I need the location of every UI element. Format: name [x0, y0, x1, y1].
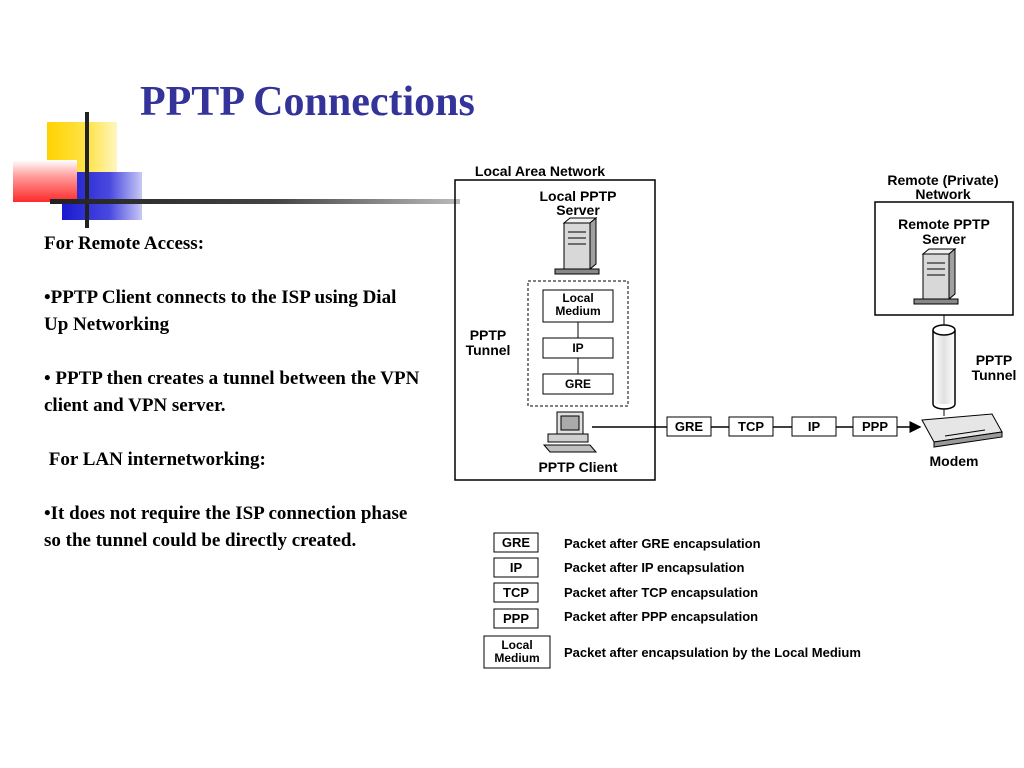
computer-icon — [542, 411, 598, 453]
legend-medium-label: Medium — [494, 651, 539, 665]
packet-tcp-box — [728, 416, 774, 437]
legend-ip-text: Packet after IP encapsulation — [564, 560, 744, 575]
remote-server-label-line2: Server — [922, 231, 966, 247]
legend-gre-box-label: GRE — [502, 535, 531, 550]
legend-tcp-box — [493, 582, 539, 603]
remote-server-icon — [913, 247, 959, 305]
paragraph-client-connects: •PPTP Client connects to the ISP using D… — [44, 287, 397, 335]
body-text: For Remote Access: •PPTP Client connects… — [44, 230, 424, 581]
modem-label: Modem — [930, 453, 979, 469]
packet-ip-box — [791, 416, 837, 437]
stack-gre-label: GRE — [565, 377, 591, 391]
packet-gre-box — [666, 416, 712, 437]
deco-red-square — [13, 160, 77, 202]
remote-tunnel-label-line1: PPTP — [976, 352, 1013, 368]
stack-medium-label: Medium — [555, 304, 600, 318]
packet-ppp-label: PPP — [862, 419, 888, 434]
protocol-stack — [527, 280, 629, 407]
lan-label: Local Area Network — [475, 163, 605, 179]
local-server-label-line1: Local PPTP — [539, 188, 616, 204]
legend-tcp-box-label: TCP — [503, 585, 529, 600]
paragraph-lan: For LAN internetworking: — [44, 449, 266, 470]
legend-ppp-box-label: PPP — [503, 611, 529, 626]
stack-ip-label: IP — [572, 341, 583, 355]
remote-tunnel-label-line2: Tunnel — [972, 367, 1017, 383]
local-server-label-line2: Server — [556, 202, 600, 218]
remote-server-label-line1: Remote PPTP — [898, 216, 990, 232]
legend-gre-box — [493, 532, 539, 553]
packet-gre-label: GRE — [675, 419, 704, 434]
legend-local-medium-box — [483, 635, 551, 669]
legend-local-medium-text: Packet after encapsulation by the Local … — [564, 645, 861, 660]
legend-ppp-text: Packet after PPP encapsulation — [564, 609, 758, 624]
legend: GRE Packet after GRE encapsulation IP Pa… — [483, 532, 861, 669]
slide-title: PPTP Connections — [140, 79, 475, 125]
tunnel-label-line1: PPTP — [470, 327, 507, 343]
packet-tcp-label: TCP — [738, 419, 764, 434]
legend-ip-box — [493, 557, 539, 578]
deco-vertical-line — [85, 112, 89, 228]
tunnel-cylinder — [932, 315, 956, 416]
paragraph-no-isp: •It does not require the ISP connection … — [44, 503, 408, 551]
legend-gre-text: Packet after GRE encapsulation — [564, 536, 761, 551]
legend-ip-box-label: IP — [510, 560, 523, 575]
legend-ppp-box — [493, 608, 539, 629]
local-server-icon — [554, 216, 600, 275]
modem-icon — [921, 413, 1003, 448]
client-label: PPTP Client — [538, 459, 617, 475]
remote-network-label-line2: Network — [915, 186, 970, 202]
packet-ppp-box — [852, 416, 898, 437]
lan-box — [454, 179, 656, 481]
packet-ip-label: IP — [808, 419, 821, 434]
tunnel-label-line2: Tunnel — [466, 342, 511, 358]
stack-local-label: Local — [562, 291, 593, 305]
pptp-diagram: Local Area Network Local PPTP Server Loc… — [454, 163, 1017, 669]
deco-horizontal-line — [50, 199, 460, 204]
legend-tcp-text: Packet after TCP encapsulation — [564, 585, 758, 600]
legend-local-label: Local — [501, 638, 532, 652]
remote-network-label-line1: Remote (Private) — [887, 172, 998, 188]
paragraph-creates-tunnel: • PPTP then creates a tunnel between the… — [44, 368, 425, 416]
paragraph-remote-access: For Remote Access: — [44, 233, 205, 254]
